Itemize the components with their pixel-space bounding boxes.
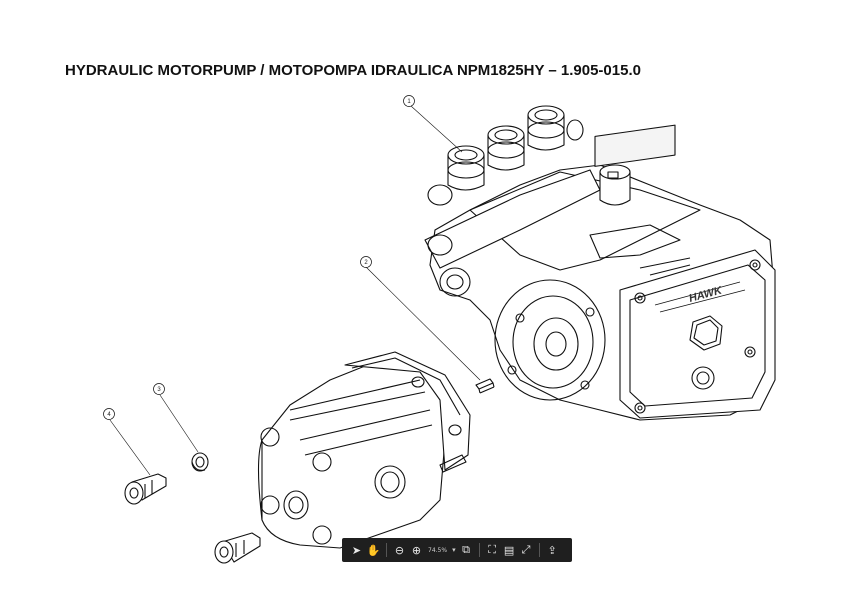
callout-4: 4 xyxy=(103,408,115,420)
zoom-level-field[interactable]: 74.5% xyxy=(428,546,448,554)
shaft-key xyxy=(475,378,495,394)
svg-text:2: 2 xyxy=(364,260,368,266)
svg-text:4: 4 xyxy=(107,412,111,418)
zoom-dropdown-caret[interactable]: ▾ xyxy=(452,547,456,554)
upload-icon[interactable]: ⇪ xyxy=(547,543,557,557)
expand-icon[interactable]: ⤢ xyxy=(521,543,531,556)
zoom-out-icon[interactable]: ⊖ xyxy=(394,543,405,557)
toolbar-divider xyxy=(538,543,540,557)
svg-text:3: 3 xyxy=(157,387,161,393)
cap-screw-lower xyxy=(214,532,261,564)
cap-screw-upper xyxy=(124,473,167,505)
zoom-in-icon[interactable]: ⊕ xyxy=(411,543,422,557)
page-title: HYDRAULIC MOTORPUMP / MOTOPOMPA IDRAULIC… xyxy=(65,62,641,79)
callout-3: 3 xyxy=(153,383,165,395)
copy-icon[interactable]: ⧉ xyxy=(462,543,470,556)
hydraulic-motor xyxy=(257,351,471,549)
pdf-viewer-toolbar: ➤ ✋ ⊖ ⊕ 74.5% ▾ ⧉ ⛶ ▤ ⤢ ⇪ xyxy=(342,538,572,562)
toolbar-divider xyxy=(386,543,387,557)
pump-assembly: HAWK xyxy=(424,105,776,421)
washer xyxy=(191,452,209,472)
callout-1: 1 xyxy=(403,95,415,107)
toolbar-divider xyxy=(478,543,480,557)
svg-text:1: 1 xyxy=(407,99,411,105)
hand-tool-icon[interactable]: ✋ xyxy=(366,543,381,557)
fit-page-icon[interactable]: ⛶ xyxy=(488,543,496,556)
select-tool-icon[interactable]: ➤ xyxy=(351,543,362,557)
save-icon[interactable]: ▤ xyxy=(503,543,515,557)
callout-2: 2 xyxy=(360,256,372,268)
